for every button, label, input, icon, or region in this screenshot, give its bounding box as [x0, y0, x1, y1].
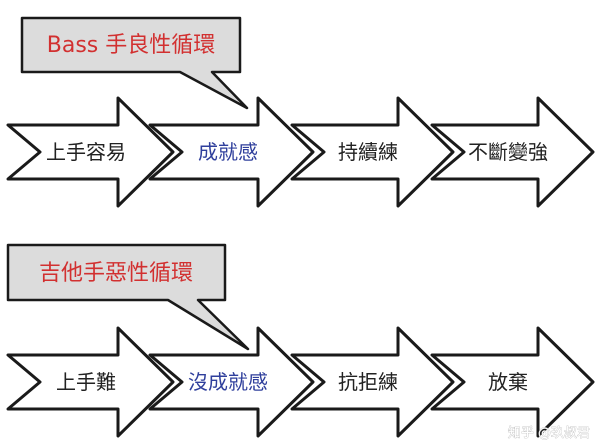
- bass-step-2-arrow: [148, 96, 315, 208]
- bass-bubble: [20, 16, 249, 110]
- guitar-bubble: [6, 243, 250, 351]
- bass-bubble-text: Bass 手良性循環: [47, 33, 216, 58]
- guitar-step-4-arrow: [430, 326, 595, 438]
- guitar-bubble-text: 吉他手惡性循環: [39, 261, 193, 286]
- bass-step-1-label: 上手容易: [46, 140, 126, 164]
- guitar-step-1-arrow: [6, 326, 175, 438]
- bass-step-4-arrow: [430, 96, 595, 208]
- bass-step-1-arrow: [6, 96, 175, 208]
- bass-step-2-label: 成就感: [198, 140, 258, 164]
- bass-cycle-flow: Bass 手良性循環 上手容易 成就感 持續練 不斷變強: [6, 16, 595, 208]
- bass-step-4-label: 不斷變強: [468, 140, 548, 164]
- guitar-step-2-arrow: [148, 326, 315, 438]
- bass-step-3-arrow: [290, 96, 455, 208]
- guitar-step-2-label: 沒成就感: [188, 370, 268, 394]
- watermark: 知乎 @玖叔君: [508, 425, 590, 441]
- guitar-step-3-label: 抗拒練: [338, 370, 398, 394]
- bass-step-3-label: 持續練: [338, 140, 398, 164]
- guitar-step-1-label: 上手難: [56, 370, 116, 394]
- guitar-cycle-flow: 吉他手惡性循環 上手難 沒成就感 抗拒練 放棄: [6, 243, 595, 438]
- guitar-step-3-arrow: [290, 326, 455, 438]
- guitar-step-4-label: 放棄: [488, 370, 528, 394]
